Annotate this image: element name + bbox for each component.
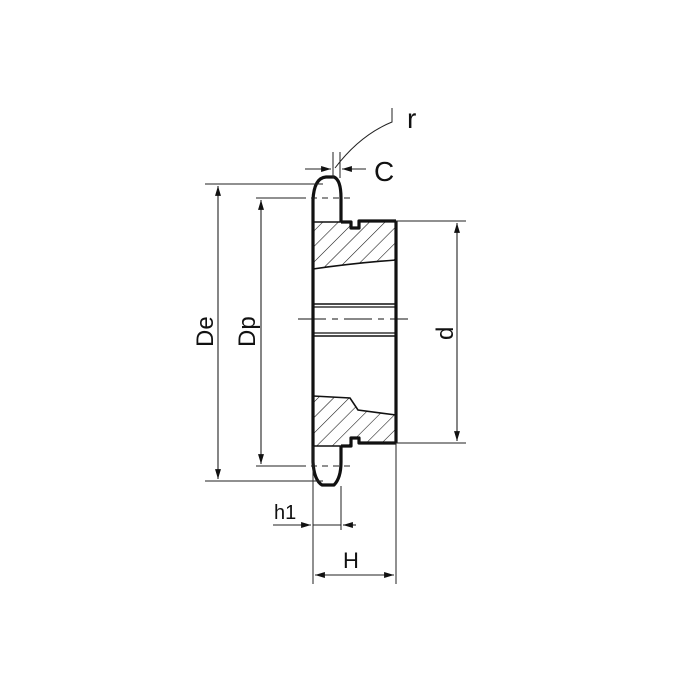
label-r: r <box>407 103 416 134</box>
bore-lines <box>298 221 408 447</box>
upper-hub-section <box>313 221 396 269</box>
sprocket-outline <box>311 175 398 487</box>
label-H: H <box>343 548 359 573</box>
label-d: d <box>432 327 459 340</box>
label-De: De <box>192 316 219 347</box>
extension-lines <box>205 108 466 584</box>
dimension-lines <box>215 166 460 578</box>
label-Dp: Dp <box>234 316 261 347</box>
label-C: C <box>374 156 394 187</box>
lower-hub-section <box>313 396 396 446</box>
label-h1: h1 <box>274 502 296 524</box>
